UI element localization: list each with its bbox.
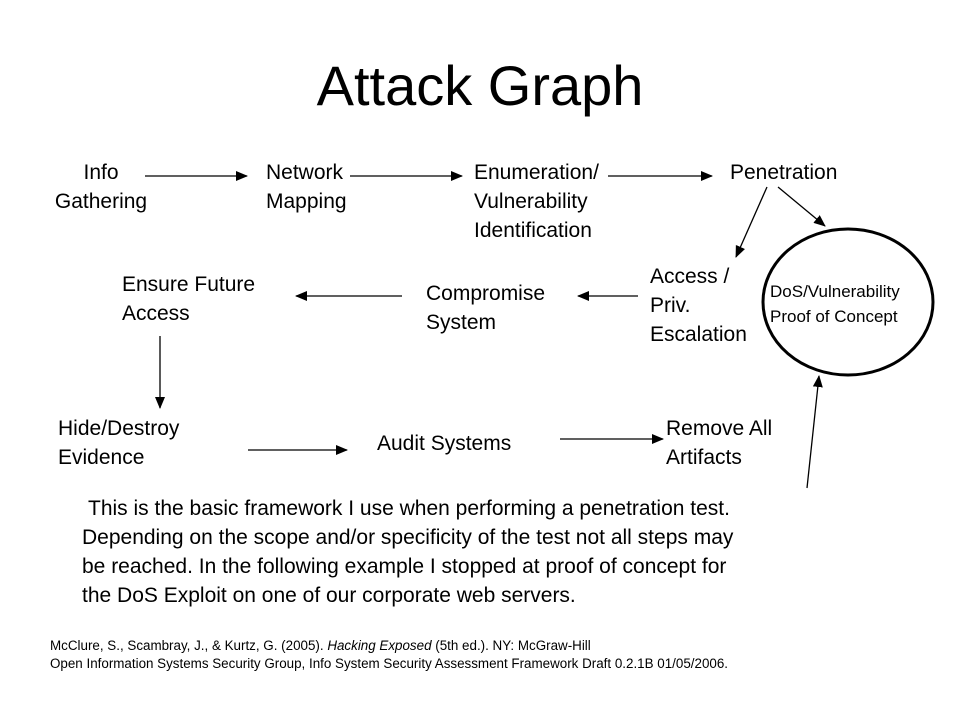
node-remove-artifacts-line-1: Remove All [666,417,773,440]
node-ensure-future-access-line-1: Ensure Future [122,273,256,296]
node-remove-artifacts: Remove All Artifacts [666,414,772,472]
node-info-gathering: Info Gathering [46,158,156,216]
arrow-remove-to-dos [806,375,823,489]
node-enumeration-line-1: Enumeration/ [474,161,599,184]
description-paragraph: This is the basic framework I use when p… [82,494,862,610]
node-info-gathering-line-2: Gathering [54,190,148,213]
reference-1-publisher: (5th ed.). NY: McGraw-Hill [431,638,591,653]
node-access-escalation-line-1: Access / [650,265,730,288]
node-enumeration-line-2: Vulnerability [474,190,588,213]
description-line-1: This is the basic framework I use when p… [88,497,730,520]
reference-1: McClure, S., Scambray, J., & Kurtz, G. (… [50,637,728,655]
node-compromise-system: Compromise System [426,279,545,337]
node-access-escalation-line-3: Escalation [650,323,747,346]
node-penetration: Penetration [730,158,837,187]
description-line-2: Depending on the scope and/or specificit… [82,526,734,549]
arrow-penetration-to-dos [777,186,826,227]
node-ensure-future-access-line-2: Access [122,302,190,325]
node-network-mapping-line-2: Mapping [266,190,347,213]
node-enumeration: Enumeration/ Vulnerability Identificatio… [474,158,599,245]
node-remove-artifacts-line-2: Artifacts [666,446,742,469]
node-network-mapping: Network Mapping [266,158,347,216]
dos-proof-of-concept-circle [761,227,935,377]
description-line-3: be reached. In the following example I s… [82,555,727,578]
references: McClure, S., Scambray, J., & Kurtz, G. (… [50,637,728,673]
node-penetration-line-1: Penetration [730,161,838,184]
node-enumeration-line-3: Identification [474,219,592,242]
slide-title: Attack Graph [316,54,644,117]
node-compromise-system-line-2: System [426,311,497,334]
node-hide-destroy-evidence-line-1: Hide/Destroy [58,417,180,440]
reference-1-title: Hacking Exposed [327,638,432,653]
node-info-gathering-line-1: Info [83,161,119,184]
node-dos-proof-of-concept-line-1: DoS/Vulnerability [770,282,900,301]
node-dos-proof-of-concept-line-2: Proof of Concept [770,307,898,326]
node-hide-destroy-evidence-line-2: Evidence [58,446,145,469]
node-network-mapping-line-1: Network [266,161,344,184]
node-compromise-system-line-1: Compromise [426,282,546,305]
reference-1-authors: McClure, S., Scambray, J., & Kurtz, G. (… [50,638,328,653]
description-line-4: the DoS Exploit on one of our corporate … [82,584,576,607]
node-audit-systems-line-1: Audit Systems [377,432,512,455]
node-hide-destroy-evidence: Hide/Destroy Evidence [58,414,179,472]
node-access-escalation: Access / Priv. Escalation [650,262,747,349]
node-dos-proof-of-concept: DoS/Vulnerability Proof of Concept [770,279,900,329]
reference-2: Open Information Systems Security Group,… [50,656,729,671]
node-audit-systems: Audit Systems [377,429,511,458]
node-ensure-future-access: Ensure Future Access [122,270,255,328]
node-access-escalation-line-2: Priv. [650,294,691,317]
arrow-penetration-to-access [735,186,768,258]
